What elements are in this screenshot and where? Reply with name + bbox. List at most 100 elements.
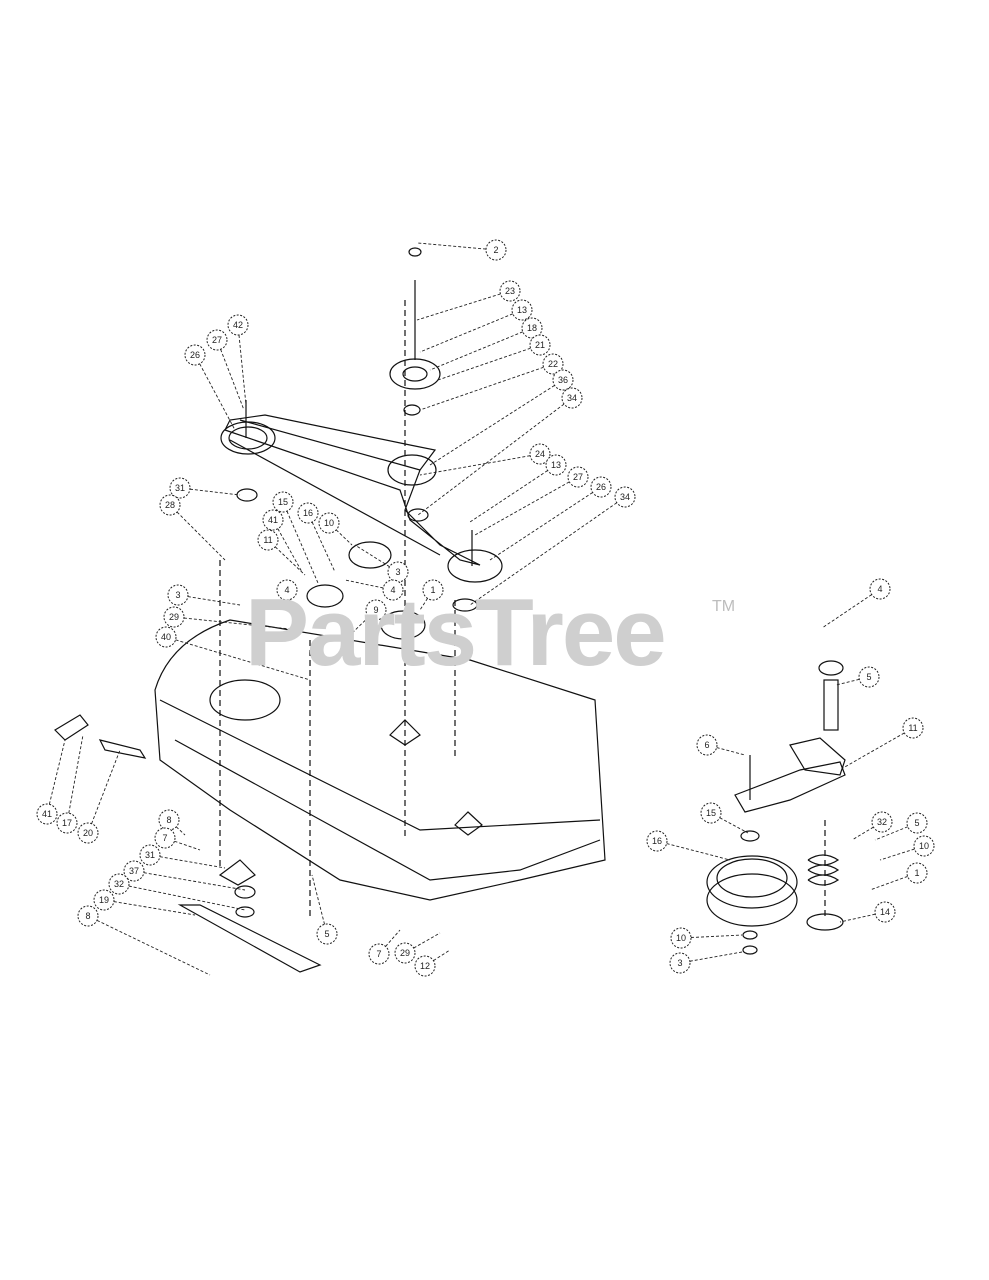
leader-line xyxy=(354,544,399,573)
callout-main-assembly: 26 xyxy=(489,476,612,561)
callout-number: 36 xyxy=(558,375,568,385)
callout-main-assembly: 31 xyxy=(169,477,241,499)
leader-line xyxy=(165,636,311,681)
callout-idler-assembly: 32 xyxy=(851,811,893,841)
callout-main-assembly: 40 xyxy=(155,626,311,681)
mower-blade xyxy=(177,904,322,973)
callout-number: 3 xyxy=(677,958,682,968)
leader-line xyxy=(469,464,557,523)
callout-circle xyxy=(93,889,115,911)
leader-line xyxy=(168,819,186,836)
callout-number: 8 xyxy=(85,911,90,921)
callout-circle xyxy=(206,329,228,351)
callout-main-assembly: 9 xyxy=(349,599,387,636)
callout-deck-lower: 17 xyxy=(56,734,84,834)
callout-main-assembly: 13 xyxy=(469,454,567,523)
callout-number: 11 xyxy=(908,723,917,733)
callout-idler-assembly: 5 xyxy=(835,666,880,688)
callout-main-assembly: 24 xyxy=(419,443,551,476)
callout-circle xyxy=(511,299,533,321)
callout-deck-lower: 31 xyxy=(139,844,226,869)
callout-number: 32 xyxy=(114,879,124,889)
callout-main-assembly: 42 xyxy=(227,314,249,406)
callout-main-assembly: 21 xyxy=(437,334,551,381)
callout-circle xyxy=(614,486,636,508)
leader-line xyxy=(46,739,66,815)
leader-line xyxy=(429,327,533,371)
callout-idler-assembly: 10 xyxy=(879,835,935,861)
callout-main-assembly: 27 xyxy=(474,466,589,536)
leader-line xyxy=(489,486,602,561)
callout-idler-assembly: 6 xyxy=(696,734,746,756)
callout-number: 31 xyxy=(175,483,185,493)
callout-circle xyxy=(318,512,340,534)
leader-line xyxy=(103,899,196,916)
callout-circle xyxy=(874,901,896,923)
callout-deck-lower: 19 xyxy=(93,889,196,916)
center-pulley xyxy=(387,454,437,486)
callout-number: 10 xyxy=(324,518,334,528)
callout-number: 3 xyxy=(395,567,400,577)
callout-idler-assembly: 14 xyxy=(839,901,896,923)
callout-number: 29 xyxy=(169,612,179,622)
callout-number: 26 xyxy=(190,350,200,360)
callout-circle xyxy=(696,734,718,756)
callout-number: 37 xyxy=(129,866,139,876)
callout-circle xyxy=(590,476,612,498)
callout-circle xyxy=(567,466,589,488)
callout-circle xyxy=(529,334,551,356)
leader-line xyxy=(417,242,497,251)
callout-idler-assembly: 5 xyxy=(874,812,928,841)
callout-number: 34 xyxy=(620,492,630,502)
callout-number: 24 xyxy=(535,449,545,459)
callout-number: 42 xyxy=(233,320,243,330)
callout-main-assembly: 3 xyxy=(167,584,241,606)
callout-circle xyxy=(77,822,99,844)
watermark-trademark: TM xyxy=(712,598,736,615)
callout-number: 7 xyxy=(162,833,167,843)
callout-circle xyxy=(545,454,567,476)
idler-pulley xyxy=(380,610,426,640)
callout-circle xyxy=(700,802,722,824)
callout-deck-lower: 29 xyxy=(394,932,441,964)
leader-line xyxy=(419,309,523,353)
callout-number: 7 xyxy=(376,949,381,959)
callout-number: 31 xyxy=(145,850,155,860)
callout-number: 5 xyxy=(866,672,871,682)
callout-main-assembly: 15 xyxy=(272,491,319,584)
callout-number: 26 xyxy=(596,482,606,492)
leader-line xyxy=(869,872,918,891)
callout-circle xyxy=(257,529,279,551)
callout-main-assembly: 2 xyxy=(417,239,507,261)
drive-pulley xyxy=(389,358,441,390)
callout-number: 6 xyxy=(704,740,709,750)
callout-idler-assembly: 1 xyxy=(869,862,928,891)
callout-main-assembly: 34 xyxy=(469,486,636,606)
leader-line xyxy=(307,512,336,573)
callout-number: 5 xyxy=(324,929,329,939)
callout-number: 27 xyxy=(212,335,222,345)
callout-main-assembly: 28 xyxy=(159,494,226,561)
callout-deck-lower: 8 xyxy=(77,905,211,976)
callout-circle xyxy=(422,579,444,601)
leader-line xyxy=(429,379,564,466)
callout-main-assembly: 22 xyxy=(419,353,564,411)
callout-main-assembly: 26 xyxy=(184,344,236,431)
callout-circle xyxy=(108,873,130,895)
callout-circle xyxy=(262,509,284,531)
leader-line xyxy=(267,539,306,576)
leader-line xyxy=(216,339,245,411)
callout-number: 22 xyxy=(548,359,558,369)
callout-idler-assembly: 3 xyxy=(669,951,743,974)
left-spindle-pulley xyxy=(220,421,276,455)
callout-number: 41 xyxy=(42,809,52,819)
callout-circle xyxy=(561,387,583,409)
callout-circle xyxy=(906,862,928,884)
leader-line xyxy=(474,476,579,536)
callout-idler-assembly: 4 xyxy=(821,578,891,629)
callout-number: 10 xyxy=(676,933,686,943)
leader-line xyxy=(419,589,434,611)
callout-deck-lower: 12 xyxy=(414,949,451,977)
callout-number: 1 xyxy=(914,868,919,878)
